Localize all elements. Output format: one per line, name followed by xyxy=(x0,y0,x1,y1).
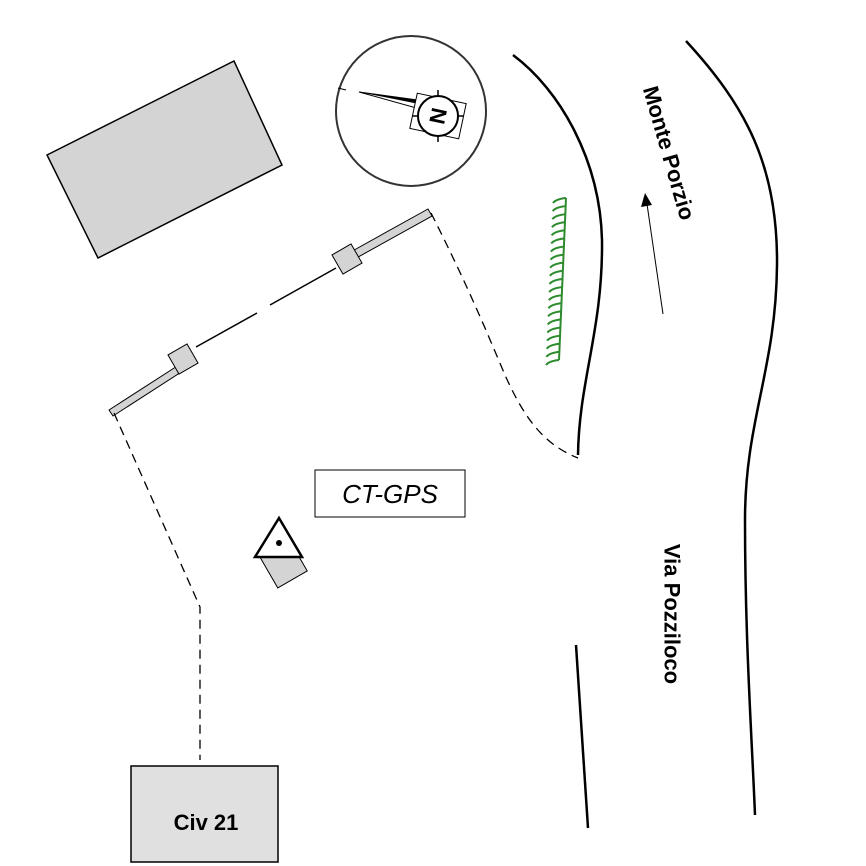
hedge-tooth xyxy=(549,261,564,269)
gate-post-right xyxy=(331,243,363,275)
gate-post-left xyxy=(167,343,199,375)
hedge-tooth xyxy=(545,359,560,366)
hedge-tooth xyxy=(545,342,560,350)
hedge-tooth xyxy=(551,205,566,212)
hedge-tooth xyxy=(549,269,563,277)
direction-arrow-icon xyxy=(641,193,664,315)
road-edge-outer xyxy=(685,40,779,816)
hedge-row xyxy=(545,197,567,366)
north-arrow-icon: N xyxy=(424,106,452,127)
boundary-dashed-left xyxy=(113,412,201,760)
hedge-tooth xyxy=(548,278,563,285)
road-edge-inner-lower xyxy=(574,644,590,829)
hedge-tooth xyxy=(547,302,562,309)
hedge-tooth xyxy=(545,350,560,358)
fence xyxy=(108,208,433,417)
road-edge-inner xyxy=(512,53,604,456)
hedge-tooth xyxy=(546,318,561,326)
hedge-tooth xyxy=(548,294,562,301)
station-label: CT-GPS xyxy=(342,479,438,509)
building-top-left xyxy=(45,59,283,260)
hedge-tooth xyxy=(551,213,566,220)
hedge-tooth xyxy=(550,229,565,237)
gps-station-triangle-icon xyxy=(252,515,308,589)
compass-rose-icon xyxy=(335,35,487,187)
hedge-tooth xyxy=(549,253,564,261)
hedge-tooth xyxy=(546,326,561,334)
building-civ-21: Civ 21 xyxy=(130,765,279,863)
hedge-tooth xyxy=(546,334,561,342)
station-label-box: CT-GPS xyxy=(314,469,466,518)
hedge-tooth xyxy=(550,245,565,253)
hedge-tooth xyxy=(551,221,566,228)
hedge-tooth xyxy=(550,237,565,245)
hedge-tooth xyxy=(547,310,562,318)
road-label-via-pozziloco: Via Pozziloco xyxy=(660,544,685,684)
boundary-dashed-right xyxy=(430,212,579,459)
building-civ-21-label: Civ 21 xyxy=(174,810,239,835)
hedge-tooth xyxy=(552,197,567,204)
hedge-tooth xyxy=(548,286,563,293)
